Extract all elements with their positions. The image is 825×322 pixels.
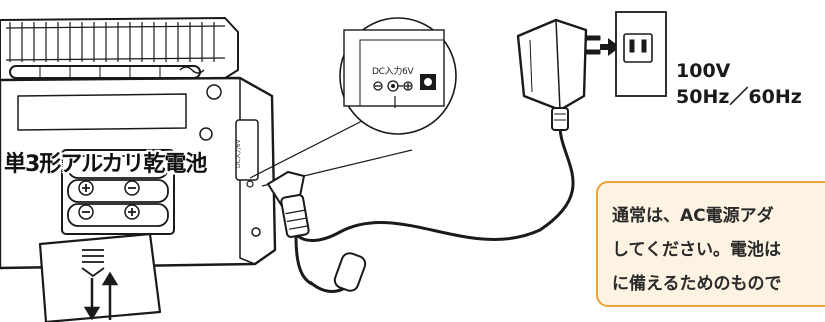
dc-input-label: DC入力6V [372, 67, 414, 77]
usage-note-line-1: 通常は、AC電源アダ [612, 206, 774, 226]
battery-compartment [61, 149, 175, 235]
slide-arrows [83, 271, 119, 321]
battery-type-label: 単3形アルカリ乾電池 [4, 152, 207, 177]
usage-note-line-3: に備えるためのもので [612, 274, 782, 294]
ferrite-core [333, 252, 367, 292]
usage-note-line-2: してください。電池は [612, 240, 781, 260]
dc-input-label-small: DC入力6V [235, 139, 242, 168]
dc-plug [266, 170, 310, 238]
wall-outlet [615, 11, 667, 97]
voltage-label: 100V [676, 60, 731, 82]
battery-cover [38, 232, 162, 322]
power-cable [290, 125, 575, 293]
antenna [9, 65, 205, 79]
frequency-label: 50Hz／60Hz [676, 86, 802, 108]
usage-note-box: 通常は、AC電源アダ してください。電池は に備えるためのもので [596, 181, 825, 307]
magnifier-callout [249, 17, 457, 187]
ac-adapter [516, 18, 601, 131]
radio-unit [0, 17, 277, 322]
plug-in-arrow [600, 38, 620, 56]
